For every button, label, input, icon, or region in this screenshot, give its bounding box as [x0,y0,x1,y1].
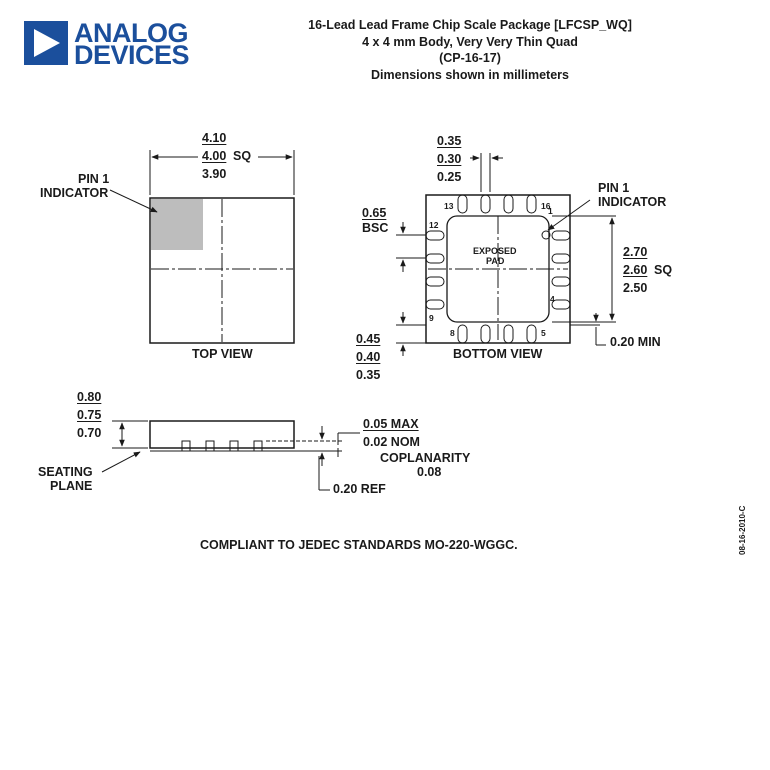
pin-number-13: 13 [444,201,454,211]
height-max: 0.80 [77,390,102,404]
bottom-view-body [425,194,571,344]
pitch-bsc: BSC [362,221,389,235]
pin1-notch [541,230,551,240]
side-lead-4 [253,440,263,452]
lead-top-1 [480,194,491,214]
bottom-view [396,153,616,356]
pad-dim-max: 2.70 [623,245,648,259]
pitch-value: 0.65 [362,206,387,220]
top-pin1-label-1: PIN 1 [78,172,110,186]
seating-plane-label-2: PLANE [50,479,93,493]
bottom-view-caption: BOTTOM VIEW [453,347,543,361]
lead-bottom-3 [503,324,514,344]
top-dim-nom: 4.00 [202,149,227,163]
pad-dim-min: 2.50 [623,281,648,295]
top-view-body [149,197,295,344]
lead-bottom-2 [480,324,491,344]
lead-width-nom: 0.30 [437,152,462,166]
package-code: (CP-16-17) [439,51,501,65]
pad-dim-sq: SQ [654,263,673,277]
lead-length-min: 0.35 [356,368,381,382]
top-dim-min: 3.90 [202,167,227,181]
lead-top-2 [503,194,514,214]
side-lead-1 [181,440,191,452]
lead-top-3 [526,194,537,214]
lead-left-4 [425,299,445,310]
height-nom: 0.75 [77,408,102,422]
lead-right-1 [551,230,571,241]
side-lead-2 [205,440,215,452]
top-view-caption: TOP VIEW [192,347,253,361]
logo-line1: ANALOG [74,18,189,48]
pin-number-5: 5 [541,328,546,338]
lead-width-max: 0.35 [437,134,462,148]
logo-triangle-icon [24,21,68,65]
pin-number-9: 9 [429,313,434,323]
top-dim-sq: SQ [233,149,252,163]
min-clearance: 0.20 MIN [610,335,661,349]
lead-right-2 [551,253,571,264]
lead-left-1 [425,230,445,241]
lead-bottom-1 [457,324,468,344]
top-pin1-label-2: INDICATOR [40,186,109,200]
lead-left-3 [425,276,445,287]
pad-dim-nom: 2.60 [623,263,648,277]
side-view-body [149,420,295,449]
bottom-pin1-label-2: INDICATOR [598,195,667,209]
coplanarity-label: COPLANARITY [380,451,471,465]
package-body: 4 x 4 mm Body, Very Very Thin Quad [362,35,578,49]
standoff-nom: 0.02 NOM [363,435,420,449]
logo-line2: DEVICES [74,40,190,70]
pin-number-12: 12 [429,220,439,230]
lead-length-max: 0.45 [356,332,381,346]
units-note: Dimensions shown in millimeters [371,68,569,82]
lead-left-2 [425,253,445,264]
exposed-pad-label-1: EXPOSED [473,246,517,256]
date-code: 08-16-2010-C [738,505,747,555]
bottom-pin1-label-1: PIN 1 [598,181,630,195]
jedec-compliance: COMPLIANT TO JEDEC STANDARDS MO-220-WGGC… [200,538,518,552]
lead-length-nom: 0.40 [356,350,381,364]
side-lead-3 [229,440,239,452]
pin-number-1: 1 [548,206,553,216]
top-view [109,150,295,344]
top-dim-max: 4.10 [202,131,227,145]
exposed-pad-label-2: PAD [486,256,505,266]
side-view [101,420,360,491]
lead-top-4 [457,194,468,214]
ref-dimension: 0.20 REF [333,482,386,496]
pin-number-8: 8 [450,328,455,338]
height-min: 0.70 [77,426,102,440]
standoff-max: 0.05 MAX [363,417,419,431]
lead-right-4 [551,299,571,310]
lead-width-min: 0.25 [437,170,462,184]
pin-number-16: 16 [541,201,551,211]
coplanarity-value: 0.08 [417,465,442,479]
lead-right-3 [551,276,571,287]
seating-plane-label-1: SEATING [38,465,93,479]
lead-bottom-4 [526,324,537,344]
package-title: 16-Lead Lead Frame Chip Scale Package [L… [308,18,632,32]
pin1-indicator-area [151,199,203,250]
pin-number-4: 4 [550,294,555,304]
